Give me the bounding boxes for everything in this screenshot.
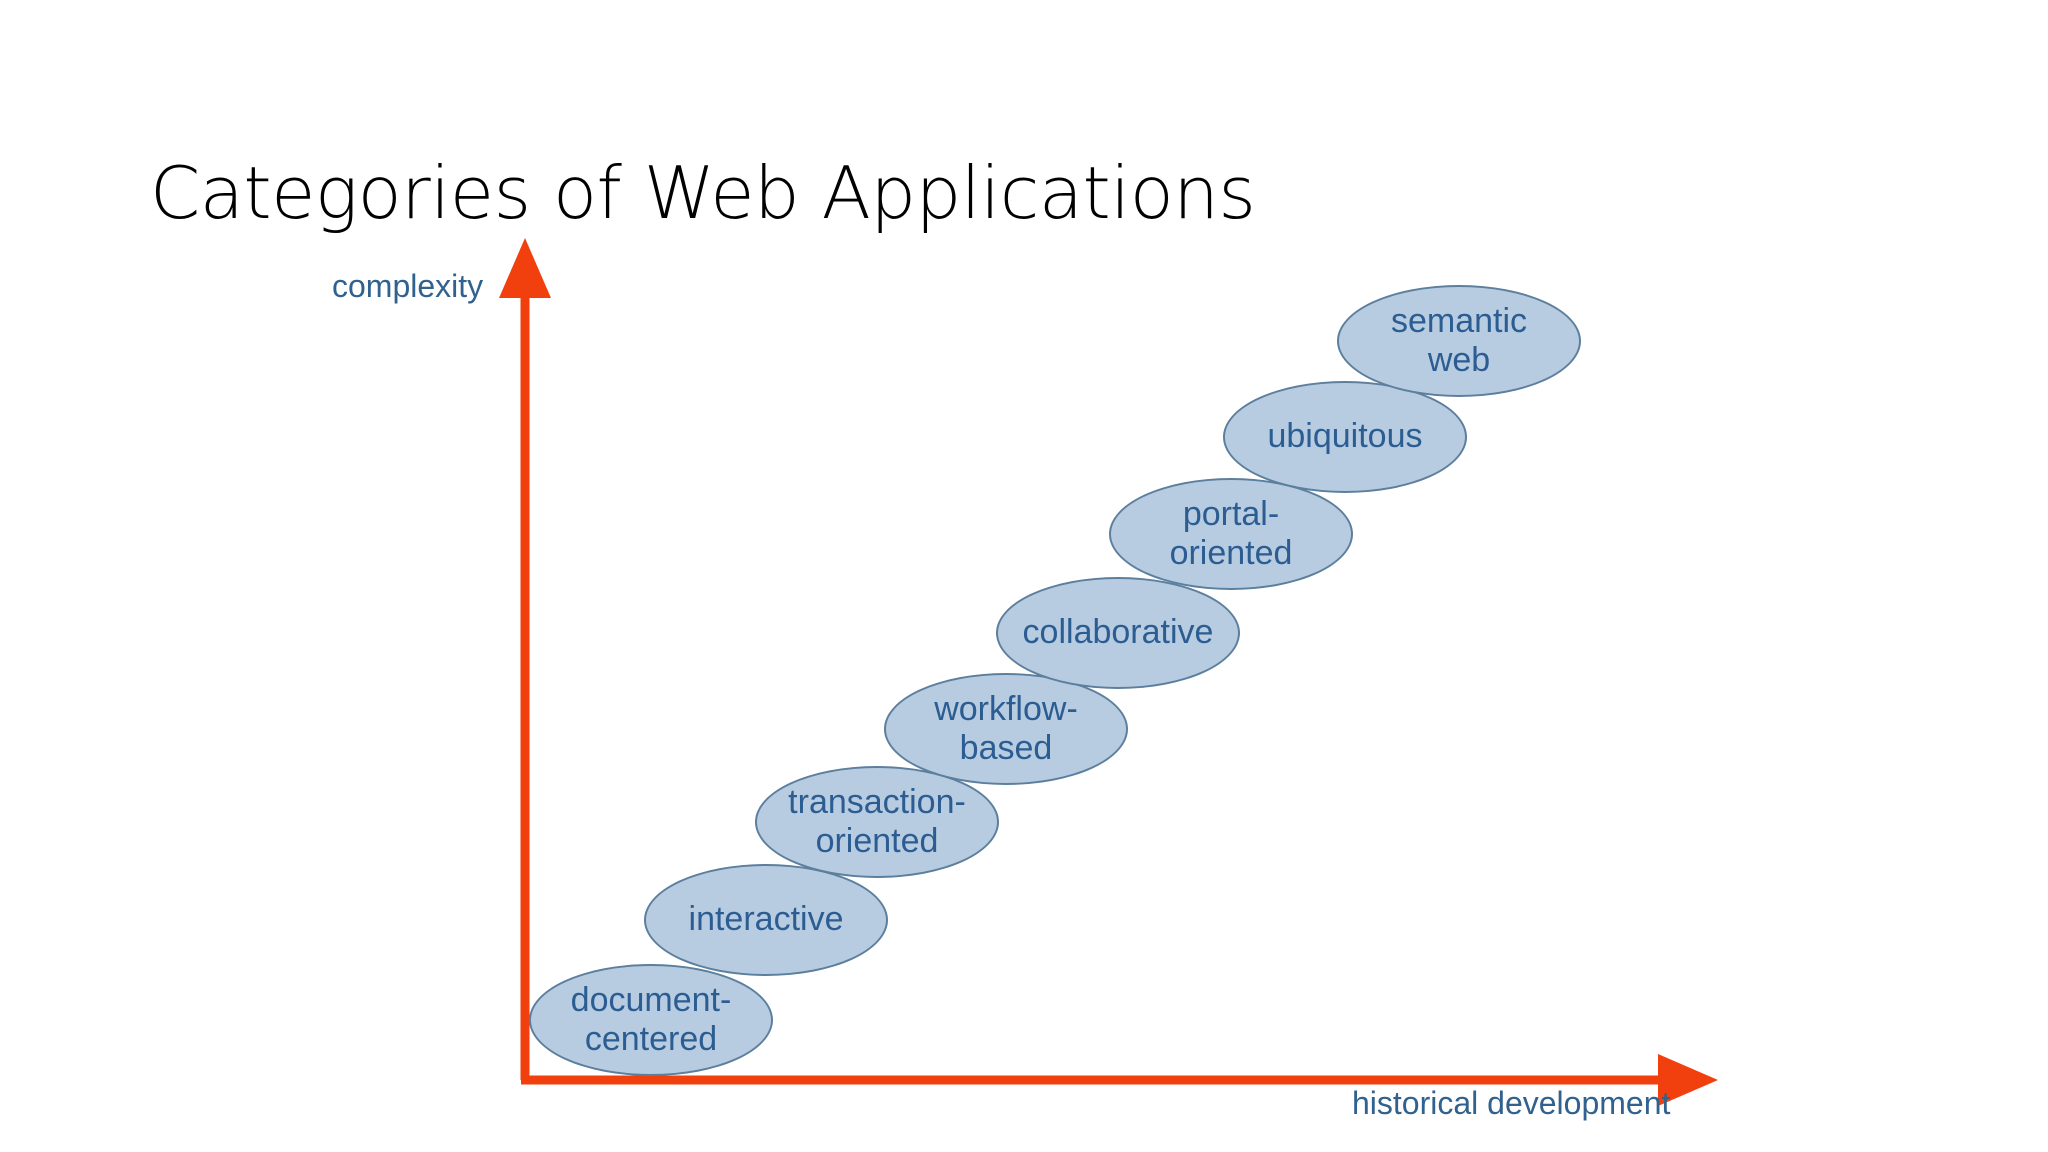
category-node-label: portal-oriented <box>1111 495 1351 574</box>
category-node-label-line: web <box>1427 341 1491 379</box>
category-node-label-line: based <box>959 729 1053 767</box>
category-node-label-line: collaborative <box>1022 613 1214 652</box>
category-node-collaborative[interactable]: collaborative <box>996 577 1240 689</box>
category-node-label-line: oriented <box>1169 534 1293 572</box>
category-node-ubiquitous[interactable]: ubiquitous <box>1223 381 1467 493</box>
category-node-label: collaborative <box>998 613 1238 652</box>
category-node-label-line: workflow- <box>934 689 1078 728</box>
y-axis-arrow <box>499 238 551 1080</box>
x-axis-arrow <box>521 1054 1718 1106</box>
page-title: Categories of Web Applications <box>150 151 1256 236</box>
y-axis-label: complexity <box>332 268 484 304</box>
category-node-label: ubiquitous <box>1225 417 1465 456</box>
category-node-label-line: document- <box>570 980 732 1019</box>
category-node-label-line: ubiquitous <box>1267 417 1423 456</box>
x-axis-label: historical development <box>1352 1085 1671 1121</box>
category-node-label: document-centered <box>531 981 771 1060</box>
category-node-document-centered[interactable]: document-centered <box>529 964 773 1076</box>
category-node-label-line: oriented <box>815 822 939 860</box>
category-node-interactive[interactable]: interactive <box>644 864 888 976</box>
category-node-label-line: centered <box>584 1020 718 1058</box>
category-node-label-line: interactive <box>688 900 844 939</box>
category-node-label-line: semantic <box>1390 301 1528 340</box>
category-node-label: interactive <box>646 900 886 939</box>
category-node-transaction-oriented[interactable]: transaction-oriented <box>755 766 999 878</box>
category-node-workflow-based[interactable]: workflow-based <box>884 673 1128 785</box>
category-node-label: transaction-oriented <box>757 783 997 862</box>
category-node-label: workflow-based <box>886 690 1126 769</box>
category-node-label-line: transaction- <box>788 782 966 821</box>
category-node-label-line: portal- <box>1182 494 1280 533</box>
category-node-portal-oriented[interactable]: portal-oriented <box>1109 478 1353 590</box>
